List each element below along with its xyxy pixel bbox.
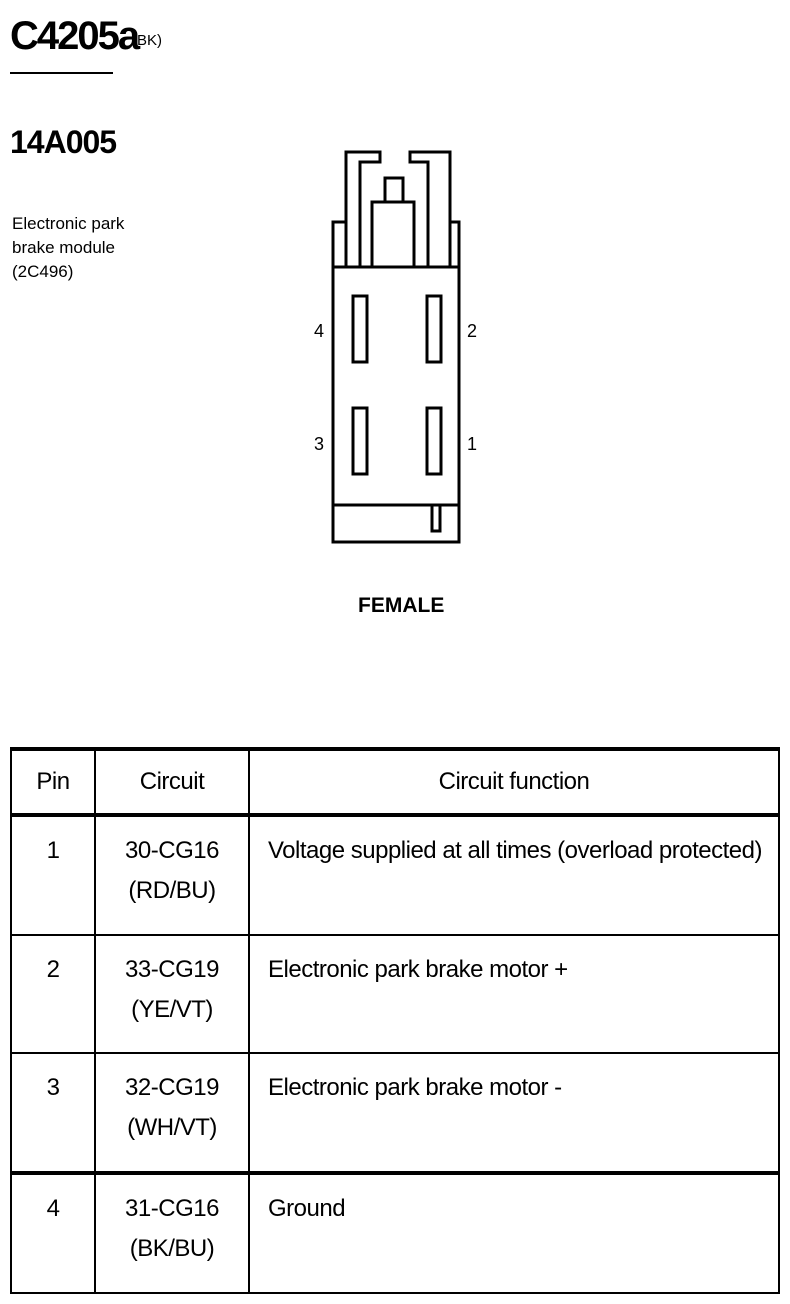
function-cell: Electronic park brake motor +	[248, 933, 780, 1055]
pin-label-3: 3	[314, 434, 324, 454]
latch-tab	[370, 200, 416, 269]
wire-color: (WH/VT)	[127, 1114, 217, 1142]
pin-label-1: 1	[467, 434, 477, 454]
table-row: 1 30-CG16 (RD/BU) Voltage supplied at al…	[10, 814, 780, 936]
header-function: Circuit function	[248, 747, 780, 817]
wire-color: (YE/VT)	[131, 995, 213, 1023]
pin-label-4: 4	[314, 321, 324, 341]
part-number: 14A005	[10, 124, 117, 160]
function-cell: Electronic park brake motor -	[248, 1052, 780, 1175]
circuit-number: 32-CG19	[125, 1074, 219, 1102]
header-pin: Pin	[10, 747, 96, 817]
pin-cell: 1	[10, 814, 96, 936]
table-row: 4 31-CG16 (BK/BU) Ground	[10, 1171, 780, 1294]
latch-button	[383, 176, 405, 204]
pin-table: Pin Circuit Circuit function 1 30-CG16 (…	[10, 747, 780, 1294]
connector-face-diagram: 4 2 3 1	[314, 150, 477, 544]
pin-cavity-2	[425, 294, 443, 364]
pin-cell: 3	[10, 1052, 96, 1175]
table-row: 3 32-CG19 (WH/VT) Electronic park brake …	[10, 1052, 780, 1175]
pin-cell: 4	[10, 1171, 96, 1294]
pin-cell: 2	[10, 933, 96, 1055]
description-line-2: brake module	[12, 238, 116, 257]
left-shoulder	[331, 220, 346, 267]
header-circuit: Circuit	[94, 747, 250, 817]
circuit-cell: 30-CG16 (RD/BU)	[94, 814, 250, 936]
pin-cavity-3	[351, 406, 369, 476]
wire-color: (BK/BU)	[129, 1235, 215, 1263]
circuit-cell: 33-CG19 (YE/VT)	[94, 933, 250, 1055]
right-latch	[408, 150, 452, 267]
description-line-1: Electronic park	[12, 214, 125, 233]
circuit-number: 33-CG19	[125, 955, 219, 983]
module-description: Electronic park brake module (2C496)	[12, 212, 124, 284]
keying-slot	[430, 503, 442, 533]
circuit-cell: 32-CG19 (WH/VT)	[94, 1052, 250, 1175]
pin-cavity-4	[351, 294, 369, 364]
function-cell: Voltage supplied at all times (overload …	[248, 814, 780, 936]
gender-label: FEMALE	[358, 594, 445, 617]
circuit-number: 31-CG16	[125, 1195, 219, 1223]
right-shoulder	[450, 220, 461, 267]
function-cell: Ground	[248, 1171, 780, 1294]
pin-cavity-1	[425, 406, 443, 476]
title-underline	[10, 72, 113, 74]
description-line-3: (2C496)	[12, 262, 74, 281]
table-row: 2 33-CG19 (YE/VT) Electronic park brake …	[10, 933, 780, 1055]
circuit-number: 30-CG16	[125, 837, 219, 864]
connector-id: C4205a	[10, 14, 140, 58]
pin-label-2: 2	[467, 321, 477, 341]
connector-color: (BK)	[132, 32, 162, 49]
wire-color: (RD/BU)	[128, 877, 216, 904]
circuit-cell: 31-CG16 (BK/BU)	[94, 1171, 250, 1294]
table-header-row: Pin Circuit Circuit function	[10, 747, 780, 817]
left-latch	[344, 150, 382, 267]
